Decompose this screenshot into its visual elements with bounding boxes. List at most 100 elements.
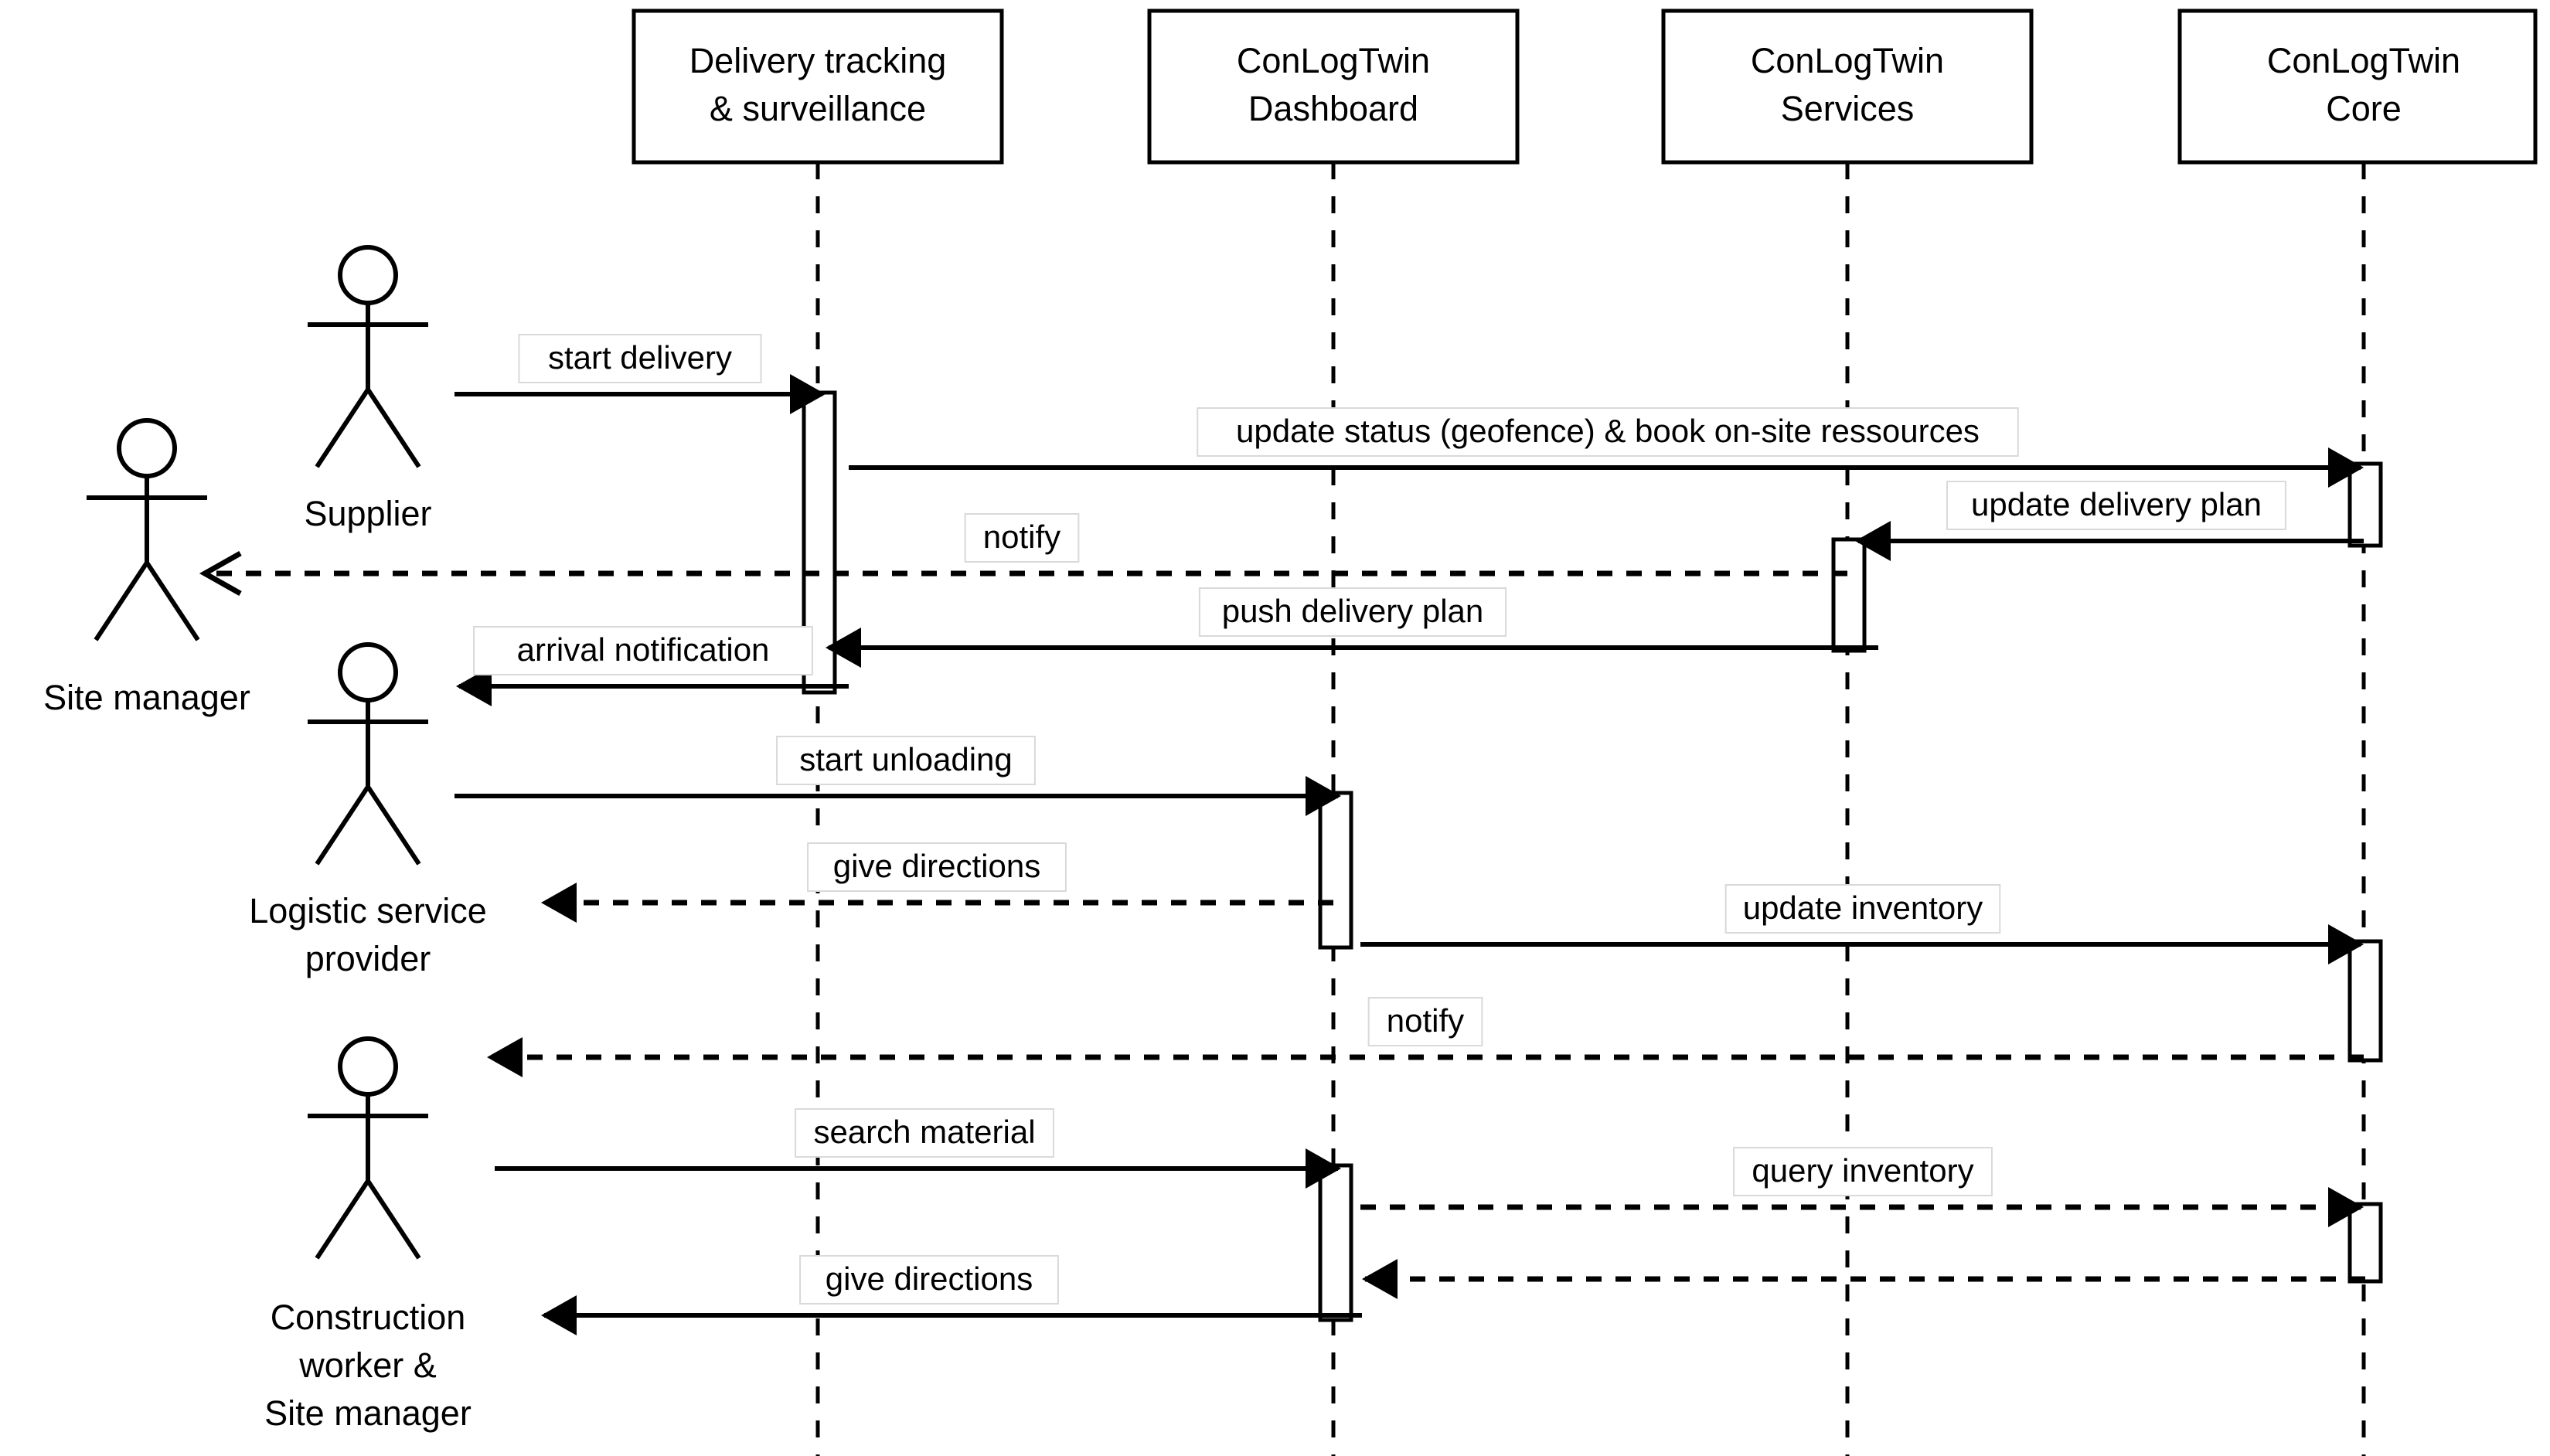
message-update-delivery-plan[interactable] — [1855, 521, 2364, 561]
message-label-text: give directions — [833, 848, 1040, 884]
message-label-update-status-geofence: update status (geofence) & book on-site … — [1197, 407, 2019, 457]
message-arrowhead-icon — [1306, 776, 1341, 816]
message-label-background — [795, 1108, 1054, 1158]
message-label-text: update status (geofence) & book on-site … — [1236, 413, 1980, 449]
participant-label-line1: ConLogTwin — [1237, 41, 1430, 80]
message-label-update-inventory: update inventory — [1724, 884, 2001, 934]
activation-core-3 — [2347, 1202, 2383, 1284]
message-label-text: give directions — [826, 1260, 1033, 1297]
message-label-text: update delivery plan — [1971, 486, 2262, 522]
message-label-background — [807, 842, 1067, 892]
actor-head-icon — [338, 1036, 398, 1097]
message-arrowhead-icon — [1362, 1259, 1398, 1299]
message-start-delivery[interactable] — [455, 374, 826, 414]
actor-head-icon — [338, 642, 398, 702]
message-arrowhead-icon — [1855, 521, 1891, 561]
actor-supplier[interactable]: Supplier — [304, 245, 432, 533]
actor-label-line2: provider — [305, 939, 431, 978]
participant-label-line2: & surveillance — [710, 89, 926, 128]
actor-site-manager[interactable]: Site manager — [43, 418, 250, 717]
activations-group — [802, 390, 2383, 1322]
participant-box-rect — [2177, 9, 2538, 165]
message-arrowhead-icon — [2328, 447, 2364, 488]
activation-dashboard-2 — [1318, 1163, 1353, 1322]
message-label-background — [1198, 587, 1507, 637]
activation-core-2 — [2347, 939, 2383, 1063]
message-labels-group: start delivery update status (geofence) &… — [473, 334, 2286, 1305]
participant-box-delivery-tracking[interactable]: Delivery tracking & surveillance — [632, 9, 1004, 165]
participant-box-rect — [632, 9, 1004, 165]
message-query-inventory[interactable] — [1360, 1187, 2364, 1227]
actor-leg-left — [94, 561, 149, 641]
message-label-text: start unloading — [799, 741, 1013, 777]
message-update-inventory[interactable] — [1360, 924, 2364, 964]
message-label-text: arrival notification — [517, 631, 770, 668]
message-update-status-geofence[interactable] — [849, 447, 2364, 488]
actor-leg-left — [315, 1179, 370, 1260]
message-start-unloading[interactable] — [455, 776, 1341, 816]
actor-leg-left — [315, 388, 370, 468]
message-label-text: push delivery plan — [1222, 593, 1484, 629]
actor-leg-right — [366, 388, 421, 468]
actor-label-line1: Supplier — [304, 494, 431, 533]
message-label-text: search material — [813, 1114, 1035, 1150]
activation-dashboard-1 — [1318, 791, 1353, 950]
message-arrival-notification[interactable] — [456, 666, 849, 706]
participant-label-line1: Delivery tracking — [689, 41, 947, 80]
message-inventory-response[interactable] — [1362, 1259, 2365, 1299]
message-arrowhead-icon — [456, 666, 492, 706]
message-label-background — [1367, 997, 1483, 1046]
message-arrowhead-icon — [541, 883, 577, 923]
actor-leg-right — [366, 785, 421, 866]
message-label-background — [473, 626, 813, 675]
participant-boxes-group: Delivery tracking & surveillance ConLogTwi… — [632, 9, 2538, 165]
participant-label-line2: Core — [2326, 89, 2402, 128]
actor-leg-right — [145, 561, 200, 641]
message-label-notify-site-manager: notify — [964, 513, 1080, 563]
message-label-background — [776, 736, 1036, 785]
message-label-arrival-notification: arrival notification — [473, 626, 813, 675]
message-push-delivery-plan[interactable] — [826, 628, 1878, 668]
actor-label-line2: worker & — [298, 1345, 437, 1385]
message-arrowhead-icon — [2328, 924, 2364, 964]
message-label-background — [1946, 481, 2286, 530]
message-label-update-delivery-plan: update delivery plan — [1946, 481, 2286, 530]
message-notify-site-manager[interactable] — [199, 550, 1847, 597]
message-label-background — [799, 1255, 1059, 1305]
message-label-background — [1197, 407, 2019, 457]
message-label-text: query inventory — [1752, 1152, 1973, 1189]
message-give-directions-unloading[interactable] — [541, 883, 1333, 923]
message-label-give-directions-material: give directions — [799, 1255, 1059, 1305]
message-arrowhead-icon — [790, 374, 826, 414]
message-label-start-unloading: start unloading — [776, 736, 1036, 785]
message-label-background — [1724, 884, 2001, 934]
message-label-text: notify — [1387, 1002, 1464, 1039]
message-label-background — [964, 513, 1080, 563]
message-arrowhead-icon — [826, 628, 861, 668]
participant-label-line1: ConLogTwin — [1751, 41, 1944, 80]
message-label-search-material: search material — [795, 1108, 1054, 1158]
participant-box-rect — [1147, 9, 1520, 165]
message-arrowhead-icon — [199, 550, 242, 597]
message-arrowhead-icon — [487, 1037, 523, 1077]
actor-head-icon — [338, 245, 398, 305]
actor-label-line1: Site manager — [43, 678, 250, 717]
message-label-start-delivery: start delivery — [518, 334, 762, 383]
message-label-background — [518, 334, 762, 383]
activation-services-1 — [1831, 537, 1867, 653]
message-label-text: start delivery — [548, 339, 732, 376]
message-search-material[interactable] — [495, 1148, 1341, 1189]
participant-label-line2: Services — [1781, 89, 1915, 128]
message-notify-worker[interactable] — [487, 1037, 2364, 1077]
message-give-directions-material[interactable] — [541, 1295, 1362, 1335]
participant-box-rect — [1661, 9, 2034, 165]
actor-label-line1: Construction — [271, 1298, 466, 1337]
